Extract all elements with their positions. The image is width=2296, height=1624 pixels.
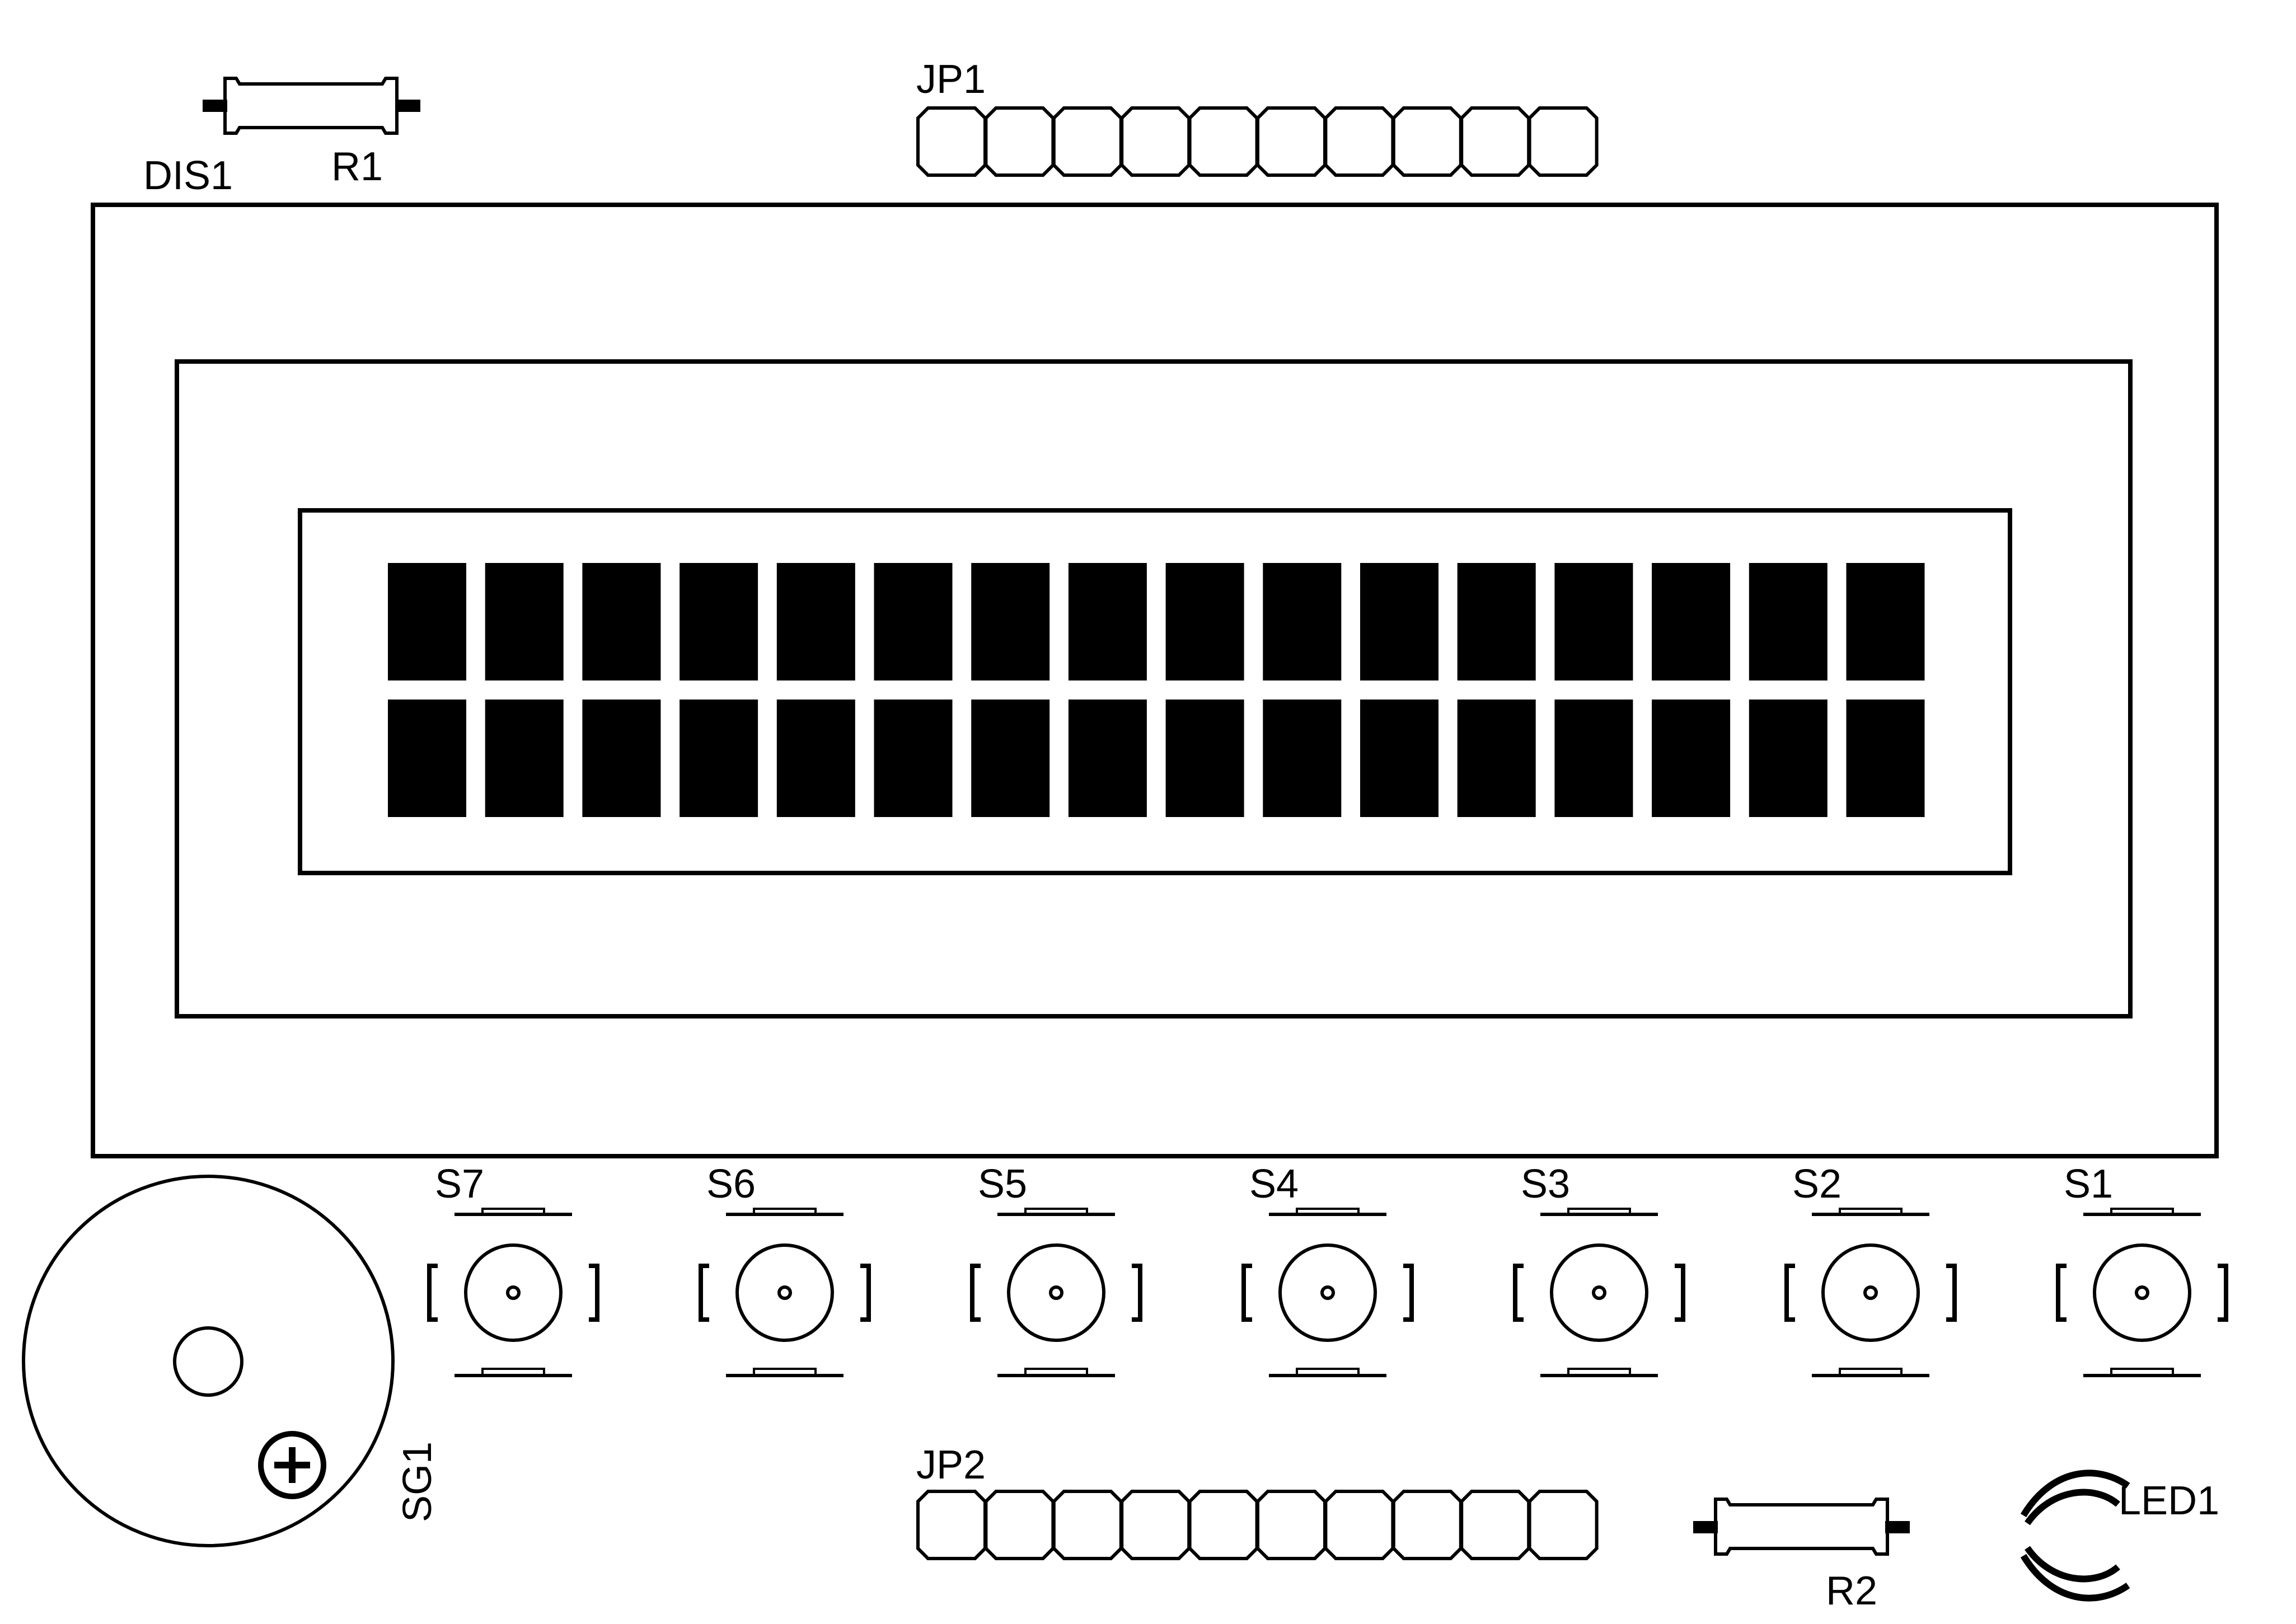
lcd-char-cell (1457, 563, 1536, 680)
header-pin (1391, 1490, 1463, 1560)
header-pin (1188, 106, 1259, 177)
switch-s1: S1 (2056, 1162, 2228, 1377)
header-pin (1256, 1490, 1327, 1560)
r1-label: R1 (331, 144, 383, 189)
lcd-char-cell (1457, 700, 1536, 817)
lcd-char-cell (680, 700, 758, 817)
plus-icon (258, 1431, 326, 1499)
jp2-label: JP2 (916, 1443, 986, 1487)
sg1-label: SG1 (395, 1442, 440, 1522)
switch-s6: S6 (699, 1162, 871, 1377)
lcd-char-cell (485, 700, 564, 817)
lcd-character-grid (388, 563, 1925, 817)
switch-s7: S7 (427, 1162, 599, 1377)
switch-label: S6 (706, 1162, 756, 1207)
lcd-char-cell (1652, 563, 1731, 680)
lcd-char-cell (1846, 700, 1925, 817)
switch-label: S4 (1249, 1162, 1299, 1207)
header-pin (1391, 106, 1463, 177)
jp2-header (916, 1490, 1599, 1560)
switch-s5: S5 (970, 1162, 1142, 1377)
lcd-char-cell (971, 700, 1050, 817)
lcd-char-cell (1263, 563, 1342, 680)
lcd-viewing-area (298, 508, 2012, 875)
lcd-char-cell (1749, 700, 1828, 817)
lcd-char-cell (1263, 700, 1342, 817)
header-pin (1256, 106, 1327, 177)
dis1-label: DIS1 (143, 153, 233, 198)
switch-s2: S2 (1784, 1162, 1957, 1377)
switch-label: S1 (2064, 1162, 2113, 1207)
lcd-char-cell (1068, 700, 1147, 817)
header-pin (1460, 106, 1531, 177)
switch-label: S5 (978, 1162, 1027, 1207)
header-pin (1052, 106, 1123, 177)
lcd-char-cell (1360, 700, 1438, 817)
switch-label: S7 (435, 1162, 484, 1207)
switch-s3: S3 (1513, 1162, 1685, 1377)
header-pin (916, 1490, 987, 1560)
resistor-r1 (203, 77, 420, 135)
lcd-char-cell (1652, 700, 1731, 817)
lcd-char-cell (1749, 563, 1828, 680)
switch-s4: S4 (1241, 1162, 1414, 1377)
header-pin (1527, 1490, 1599, 1560)
header-pin (1052, 1490, 1123, 1560)
header-pin (1188, 1490, 1259, 1560)
header-pin (1324, 106, 1395, 177)
r2-label: R2 (1826, 1569, 1877, 1613)
lcd-char-cell (1360, 563, 1438, 680)
header-pin (984, 106, 1055, 177)
lcd-module-outline (91, 203, 2219, 1158)
lcd-char-cell (388, 700, 466, 817)
header-pin (1460, 1490, 1531, 1560)
header-pin (1120, 106, 1191, 177)
resistor-r2 (1693, 1498, 1910, 1556)
led1-label: LED1 (2119, 1479, 2219, 1523)
lcd-char-cell (582, 563, 661, 680)
lcd-char-cell (874, 700, 953, 817)
lcd-char-cell (1846, 563, 1925, 680)
switch-row: S7 S6 S5 S4 S3 S2 S1 (427, 1162, 2228, 1377)
header-pin (1527, 106, 1599, 177)
header-pin (916, 106, 987, 177)
lcd-char-cell (971, 563, 1050, 680)
lcd-char-cell (1068, 563, 1147, 680)
lcd-char-cell (1165, 700, 1244, 817)
lcd-char-cell (582, 700, 661, 817)
lcd-char-cell (776, 563, 855, 680)
led1 (2020, 1470, 2130, 1602)
lcd-char-cell (485, 563, 564, 680)
lcd-char-cell (874, 563, 953, 680)
lcd-char-cell (680, 563, 758, 680)
lcd-char-cell (1165, 563, 1244, 680)
buzzer-sg1 (22, 1175, 395, 1547)
jp1-header (916, 106, 1599, 177)
lcd-char-cell (388, 563, 466, 680)
lcd-char-cell (1554, 700, 1633, 817)
lcd-bezel (175, 359, 2133, 1018)
switch-label: S3 (1521, 1162, 1570, 1207)
jp1-label: JP1 (916, 57, 986, 102)
header-pin (1324, 1490, 1395, 1560)
header-pin (984, 1490, 1055, 1560)
header-pin (1120, 1490, 1191, 1560)
lcd-char-cell (776, 700, 855, 817)
switch-label: S2 (1792, 1162, 1842, 1207)
lcd-char-cell (1554, 563, 1633, 680)
